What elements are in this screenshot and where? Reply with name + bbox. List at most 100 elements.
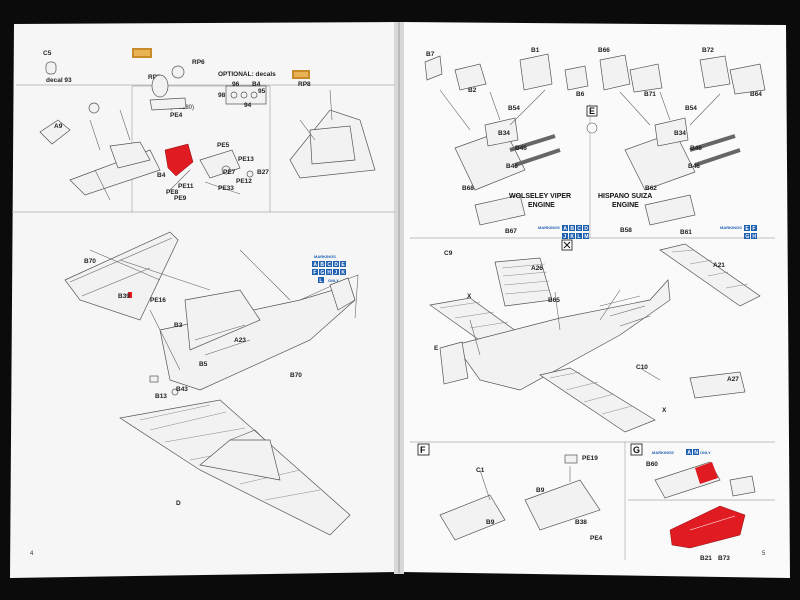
marking-chip-bg <box>583 225 589 231</box>
label-b72: B72 <box>702 47 714 54</box>
label-b46-right: B46 <box>690 145 702 152</box>
label-a21: A21 <box>713 262 725 269</box>
label-pe19: PE19 <box>582 455 598 462</box>
label-b62: B62 <box>645 185 657 192</box>
marking-chip-bg <box>318 277 324 283</box>
marking-chip-bg <box>686 449 692 455</box>
svg-text:ONLY: ONLY <box>328 278 339 283</box>
label-optional-decals: OPTIONAL: decals <box>218 71 276 78</box>
fuselage-right-half <box>159 284 356 391</box>
label-a26: A26 <box>531 265 543 272</box>
label-b1: B1 <box>531 47 540 54</box>
step-f-marker: F <box>420 445 426 455</box>
marking-chip-bg <box>576 225 582 231</box>
label-c10: C10 <box>636 364 648 371</box>
label-95: 95 <box>258 88 266 95</box>
svg-text:ONLY: ONLY <box>700 450 711 455</box>
label-pe16: PE16 <box>150 297 166 304</box>
label-b38: B38 <box>575 519 587 526</box>
label-b39: B39 <box>118 293 130 300</box>
marking-chip-n: N <box>694 450 698 456</box>
marking-chip-bg <box>751 225 757 231</box>
marking-chip-b: B <box>320 262 324 268</box>
label-96: 96 <box>232 81 240 88</box>
label-b70: B70 <box>290 372 302 379</box>
marking-chip-c: C <box>327 262 331 268</box>
marking-chip-e: E <box>341 262 345 268</box>
marking-chip-g: G <box>320 270 324 276</box>
marking-chip-a: A <box>313 262 317 268</box>
label-b21: B21 <box>700 555 712 562</box>
label-decal-93: decal 93 <box>46 77 72 84</box>
lower-wing-right <box>539 367 656 433</box>
marking-chip-f: F <box>313 270 316 276</box>
marking-chip-bg <box>340 269 346 275</box>
upper-wing-left <box>494 257 553 307</box>
marking-chip-d: D <box>584 226 588 232</box>
marking-chip-m: M <box>584 234 588 240</box>
wings-step: C9 A26 X B65 A21 C10 A27 X E <box>429 239 761 433</box>
label-b61: B61 <box>680 229 692 236</box>
marking-chip-bg <box>333 269 339 275</box>
marking-chip-bg <box>340 261 346 267</box>
label-pe8: PE8 <box>166 189 179 196</box>
marking-chip-bg <box>744 225 750 231</box>
label-b68: B68 <box>462 185 474 192</box>
engines-step: B7 B2 B1 B6 B66 B71 B72 B64 B54 B34 B46 … <box>424 47 766 240</box>
detail-box-wheel <box>132 48 187 111</box>
label-b9: B9 <box>536 487 545 494</box>
marking-chip-k: K <box>341 270 345 276</box>
label-c1: C1 <box>476 467 485 474</box>
label-b66: B66 <box>598 47 610 54</box>
label-pe33: PE33 <box>218 185 234 192</box>
label-pe4: PE4 <box>170 112 183 119</box>
svg-text:MARKINGS: MARKINGS <box>720 225 742 230</box>
step3-fuselage: B70 B39 PE16 B3 A23 B5 B43 B13 B70 D MAR… <box>64 231 359 536</box>
label-pe5: PE5 <box>217 142 230 149</box>
title-wolseley-engine: ENGINE <box>528 202 555 209</box>
label-pe9: PE9 <box>174 195 187 202</box>
label-b73: B73 <box>718 555 730 562</box>
fuselage-left-half <box>64 231 179 321</box>
marking-chip-j: J <box>563 234 566 240</box>
marking-chip-f: F <box>752 226 755 232</box>
marking-chip-c: C <box>577 226 581 232</box>
page-number-right: 5 <box>762 551 766 557</box>
label-b70-top: B70 <box>84 258 96 265</box>
label-b2: B2 <box>468 87 477 94</box>
label-b46-left-2: B46 <box>506 163 518 170</box>
marking-chip-b: B <box>570 226 574 232</box>
svg-text:MARKINGS: MARKINGS <box>652 450 674 455</box>
label-b5: B5 <box>199 361 208 368</box>
label-b3: B3 <box>174 322 183 329</box>
label-b43: B43 <box>176 386 188 393</box>
marking-chip-e: E <box>745 226 749 232</box>
marking-chip-bg <box>569 225 575 231</box>
marking-chip-bg <box>319 261 325 267</box>
tail-fin <box>329 277 356 311</box>
marking-chip-d: D <box>334 262 338 268</box>
label-x-2: X <box>662 407 667 414</box>
marking-chip-bg <box>583 233 589 239</box>
label-b65: B65 <box>548 297 560 304</box>
label-x: X <box>467 293 472 300</box>
upper-wing-right <box>659 243 761 307</box>
label-pe4-f: PE4 <box>590 535 603 542</box>
marking-chip-g: G <box>745 234 749 240</box>
label-pe7: PE7 <box>223 169 236 176</box>
label-c9: C9 <box>444 250 453 257</box>
label-a27: A27 <box>727 376 739 383</box>
label-d: D <box>176 500 181 507</box>
label-pe12: PE12 <box>236 178 252 185</box>
marking-chip-bg <box>326 269 332 275</box>
label-98: 98 <box>218 92 226 99</box>
label-b4-opt: B4 <box>252 81 261 88</box>
label-b67: B67 <box>505 228 517 235</box>
marking-chip-bg <box>326 261 332 267</box>
label-pe13: PE13 <box>238 156 254 163</box>
